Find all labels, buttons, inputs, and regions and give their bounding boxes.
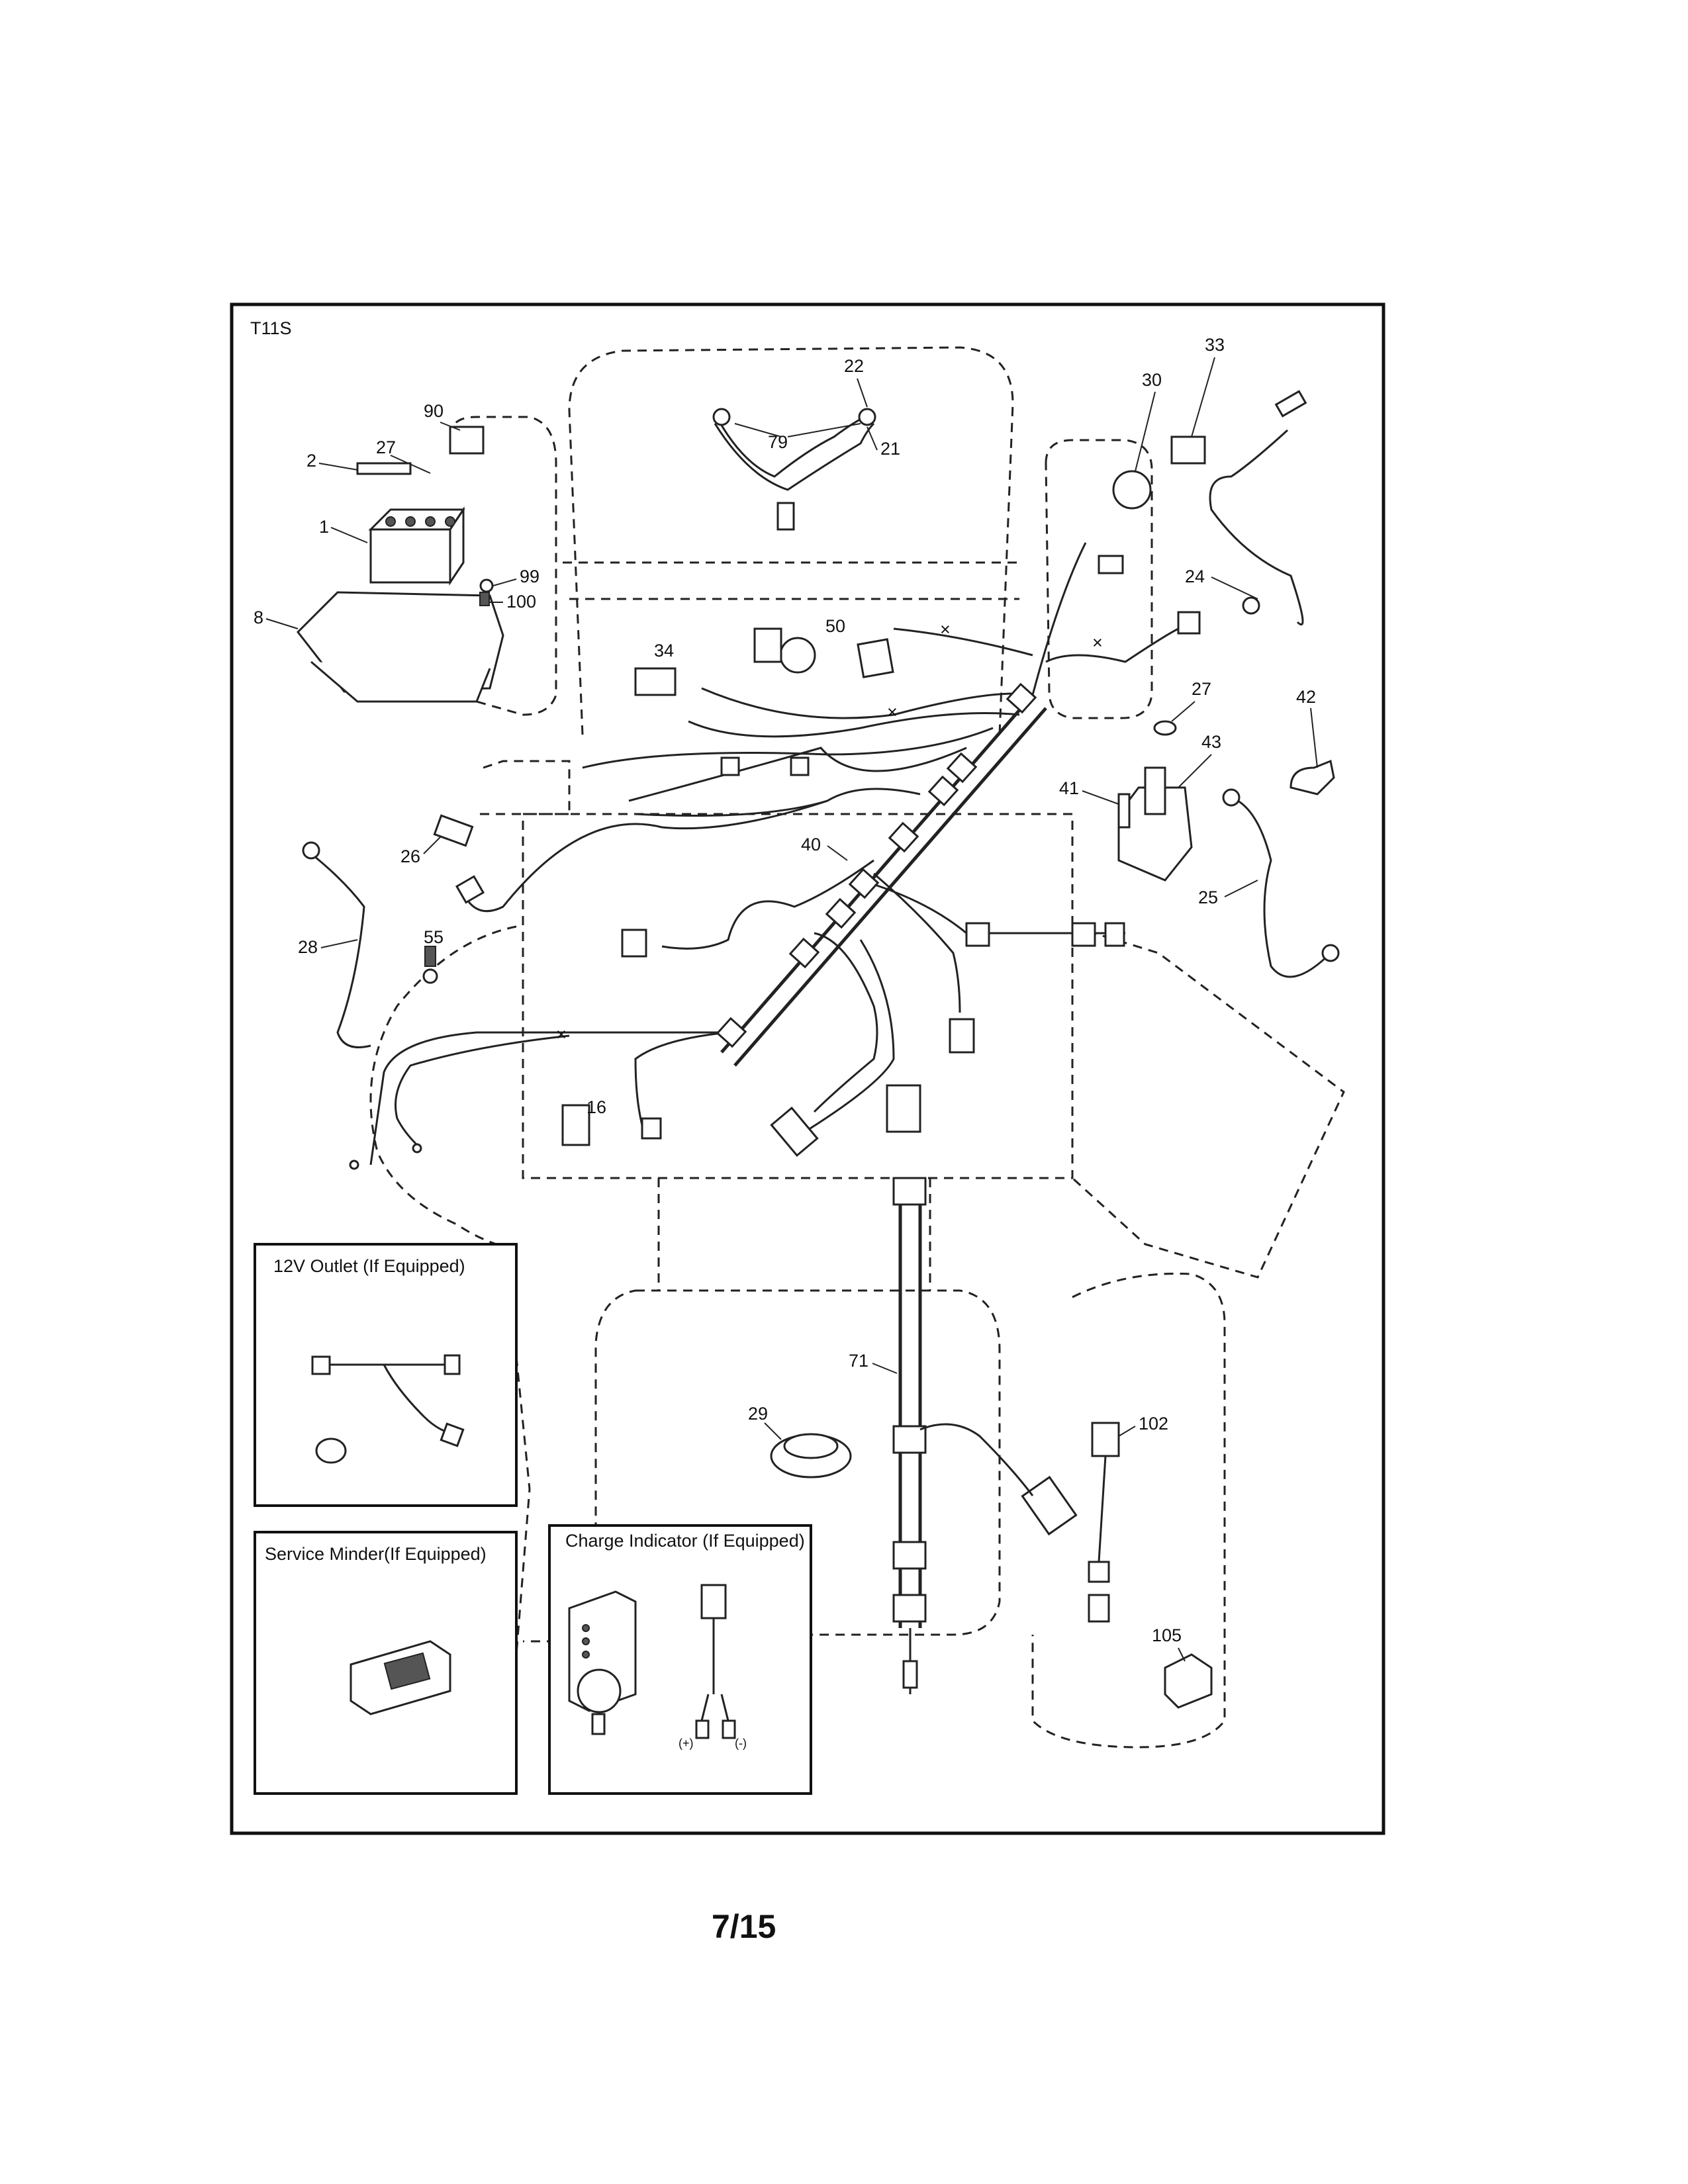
diagram-code: T11S (250, 318, 292, 338)
diagram-frame (230, 302, 1385, 1835)
inset-title-service-minder: Service Minder(If Equipped) (265, 1544, 487, 1564)
part-label-50: 50 (825, 616, 845, 636)
part-label-41: 41 (1059, 778, 1079, 798)
inset-12v-outlet: 12V Outlet (If Equipped) (254, 1243, 518, 1507)
inset-charge-indicator: Charge Indicator (If Equipped) (+) (-) (548, 1524, 812, 1795)
part-label-99: 99 (520, 567, 539, 586)
part-label-2: 2 (306, 451, 316, 471)
part-label-42: 42 (1296, 687, 1316, 707)
part-label-21: 21 (880, 439, 900, 459)
part-label-55: 55 (424, 927, 444, 947)
part-label-71: 71 (849, 1351, 868, 1371)
page-number: 7/15 (712, 1908, 776, 1945)
part-label-105: 105 (1152, 1625, 1182, 1645)
part-label-34: 34 (654, 641, 674, 660)
battery-assembly (297, 426, 504, 703)
center-parts (302, 408, 1034, 1694)
part-label-25: 25 (1198, 887, 1218, 907)
part-label-22: 22 (844, 356, 864, 376)
part-label-1: 1 (319, 517, 329, 537)
inset-title-outlet: 12V Outlet (If Equipped) (273, 1256, 465, 1276)
part-label-100: 100 (506, 592, 536, 612)
right-side-parts (886, 390, 1340, 1709)
part-label-33: 33 (1205, 335, 1225, 355)
svg-text:×: × (887, 702, 898, 722)
part-label-27a: 27 (376, 437, 396, 457)
inset-title-charge-indicator: Charge Indicator (If Equipped) (565, 1531, 805, 1551)
terminal-minus-label: (-) (735, 1737, 747, 1750)
main-harness: × × × × (369, 542, 1201, 1165)
svg-text:×: × (556, 1024, 567, 1044)
part-label-79: 79 (768, 432, 788, 452)
svg-text:×: × (940, 619, 951, 639)
part-label-90: 90 (424, 401, 444, 421)
part-label-29: 29 (748, 1404, 768, 1424)
part-label-28: 28 (298, 937, 318, 957)
part-label-30: 30 (1142, 370, 1162, 390)
inset-service-minder: Service Minder(If Equipped) (254, 1531, 518, 1795)
part-labels: 1 2 8 16 21 22 24 25 26 27 27 28 29 30 3… (254, 335, 1318, 1725)
svg-text:×: × (1092, 633, 1103, 653)
part-label-43: 43 (1201, 732, 1221, 752)
part-label-16: 16 (586, 1097, 606, 1117)
part-label-24: 24 (1185, 567, 1205, 586)
part-label-8: 8 (254, 608, 263, 627)
part-label-40: 40 (801, 835, 821, 854)
terminal-plus-label: (+) (679, 1737, 694, 1750)
tractor-outline (369, 346, 1345, 1754)
part-label-26: 26 (400, 846, 420, 866)
part-label-27b: 27 (1192, 679, 1211, 699)
part-label-102: 102 (1139, 1414, 1168, 1433)
